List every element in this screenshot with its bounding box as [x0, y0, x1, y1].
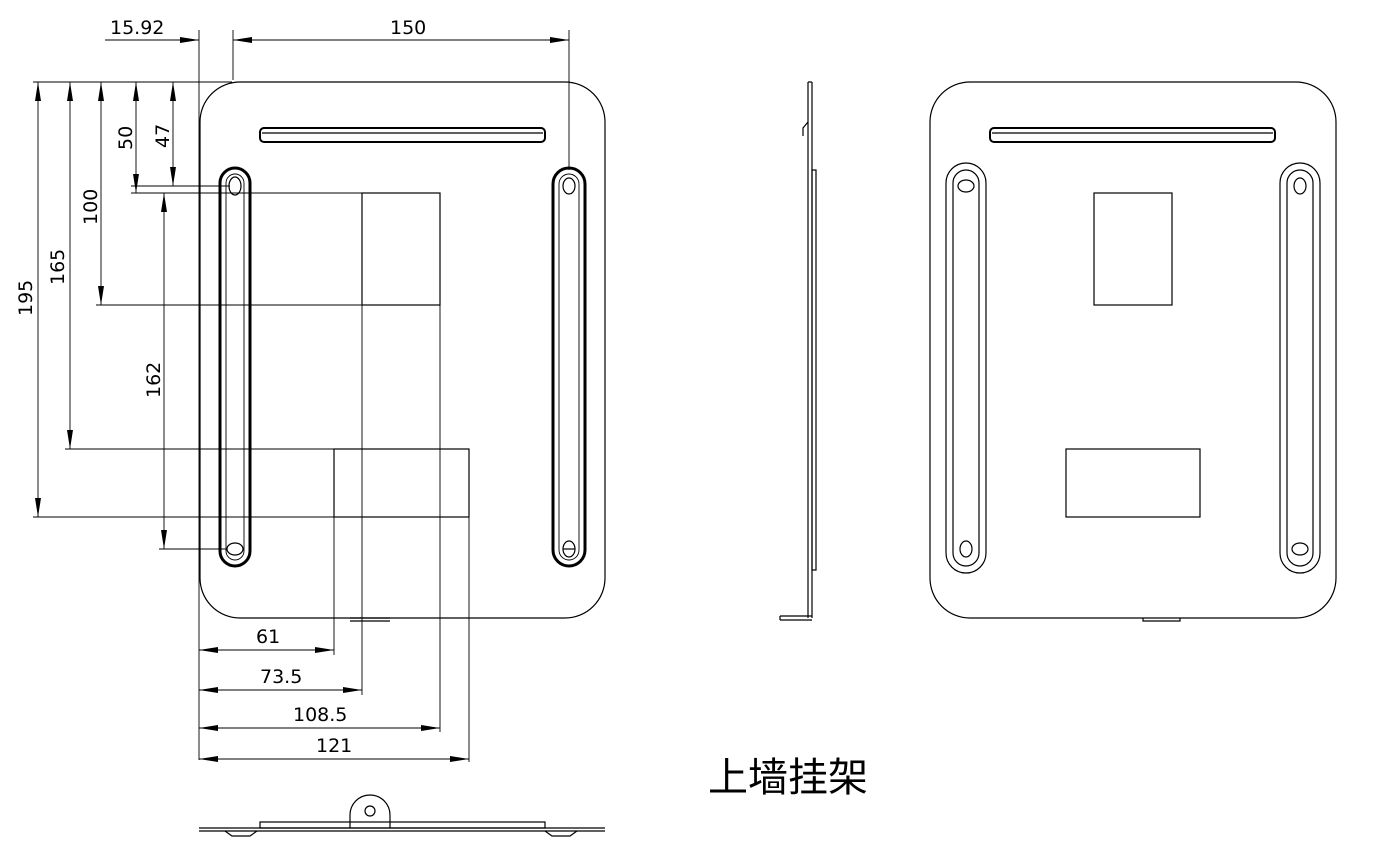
dim-100: 100	[80, 189, 102, 225]
back-right-slot	[1279, 162, 1321, 574]
bottom-view	[199, 794, 605, 837]
drawing-title: 上墙挂架	[708, 755, 868, 801]
left-slot	[218, 166, 252, 568]
left-bottom-hole	[226, 542, 244, 556]
right-slot	[551, 166, 587, 568]
bottom-view-hole	[364, 805, 376, 817]
dim-165: 165	[47, 249, 69, 285]
left-top-hole	[228, 176, 242, 196]
dim-50: 50	[115, 126, 137, 150]
back-lower-cutout	[1065, 448, 1201, 518]
dim-61: 61	[256, 626, 280, 648]
dim-162: 162	[143, 362, 165, 398]
dim-108-5: 108.5	[293, 704, 347, 726]
lower-cutout	[333, 448, 470, 518]
dim-121: 121	[316, 735, 352, 757]
back-left-slot	[945, 162, 987, 574]
dim-195: 195	[15, 280, 37, 316]
right-top-hole	[562, 177, 576, 195]
back-view	[929, 81, 1337, 622]
back-top-lip	[989, 127, 1276, 143]
upper-cutout	[361, 192, 441, 306]
dim-150: 150	[390, 17, 426, 39]
dim-73-5: 73.5	[260, 666, 302, 688]
plate-outline	[199, 81, 606, 619]
front-view	[199, 81, 606, 622]
dimensions: 15.92 150 195 165 100 50 47	[15, 17, 570, 762]
top-lip	[259, 127, 546, 143]
side-view	[779, 81, 817, 621]
back-upper-cutout	[1093, 192, 1173, 306]
dim-47: 47	[152, 124, 174, 148]
dim-15-92: 15.92	[110, 17, 164, 39]
back-plate-outline	[929, 81, 1337, 619]
